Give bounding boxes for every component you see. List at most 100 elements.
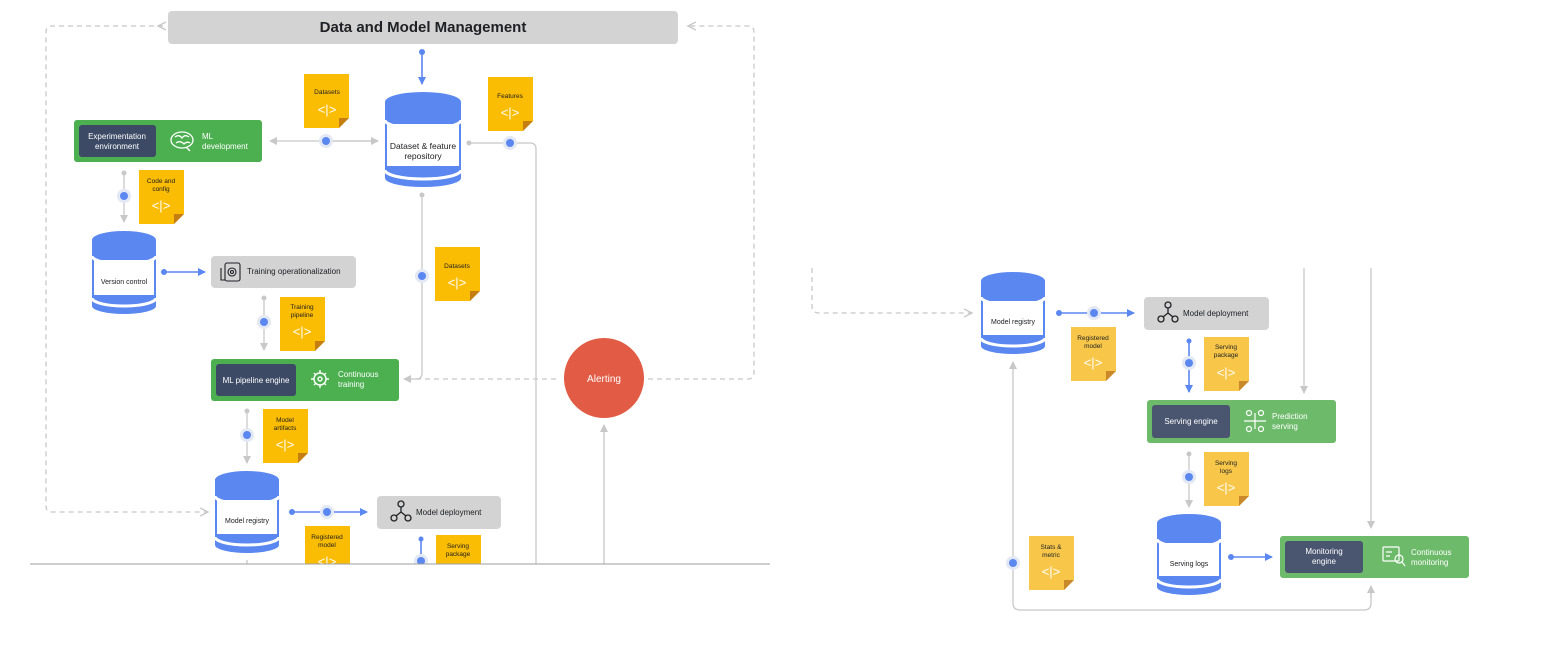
training-op-label: Training operationalization [247, 267, 341, 276]
experimentation-line2: environment [95, 142, 140, 151]
line-repo-to-bottom [469, 142, 537, 564]
model-registry-left-db: Model registry [213, 471, 281, 553]
monitor-dashboard-icon [1382, 546, 1406, 567]
gear-icon [311, 370, 329, 388]
connector-dot [418, 272, 426, 280]
registered-model-line1: Registered [311, 534, 343, 541]
model-registry-right-label: Model registry [991, 319, 1035, 326]
right-panel: Model registry Registered model <|> Mode… [811, 268, 1469, 611]
serving-package-right-line2: package [1214, 352, 1239, 359]
model-deployment-right-label: Model deployment [1183, 309, 1249, 318]
continuous-monitoring-line2: monitoring [1411, 558, 1448, 567]
serving-package-line2: package [446, 551, 471, 558]
serving-logs-line2: logs [1220, 468, 1233, 475]
artifact-datasets-mid: Datasets <|> [435, 247, 480, 301]
repo-label-line2: repository [404, 151, 442, 161]
prediction-serving-line2: serving [1272, 422, 1298, 431]
code-config-line2: config [152, 186, 170, 193]
ml-development-line2: development [202, 142, 249, 151]
monitoring-engine-line1: Monitoring [1305, 547, 1342, 556]
arrow-monitoring-to-registry [1009, 361, 1372, 611]
artifact-serving-package-left: Serving package [436, 535, 481, 564]
pipeline-gear-icon [220, 262, 241, 282]
connector-dot [506, 139, 514, 147]
artifact-registered-model-right: Registered model <|> [1071, 327, 1116, 381]
model-registry-left-label: Model registry [225, 518, 269, 525]
artifact-code-config: Code and config <|> [139, 170, 184, 224]
artifact-training-pipeline: Training pipeline <|> [280, 297, 325, 351]
model-deployment-left-label: Model deployment [416, 508, 482, 517]
ml-development-line1: ML [202, 132, 214, 141]
prediction-serving-line1: Prediction [1272, 412, 1308, 421]
artifact-serving-package-right: Serving package <|> [1204, 337, 1249, 391]
monitoring-engine-line2: engine [1312, 557, 1337, 566]
artifact-registered-model-left: Registered model <|> [305, 526, 350, 569]
experimentation-line1: Experimentation [88, 132, 146, 141]
deployment-nodes-icon [390, 500, 412, 522]
repo-label-line1: Dataset & feature [390, 141, 456, 151]
alerting-node: Alerting [564, 338, 644, 418]
connector-dot [323, 508, 331, 516]
serving-package-line1: Serving [447, 543, 469, 550]
code-config-line1: Code and [147, 178, 176, 185]
connector-dot [1185, 359, 1193, 367]
stats-metric-line1: Stats & [1041, 544, 1063, 551]
code-icon: <|> [501, 105, 520, 120]
datasets-mid-label: Datasets [444, 263, 470, 270]
continuous-monitoring-box: Monitoring engine Continuous monitoring [1280, 536, 1469, 578]
continuous-training-box: ML pipeline engine Continuous training [211, 359, 399, 401]
serving-network-icon [1244, 409, 1266, 433]
model-artifacts-line2: artifacts [274, 425, 298, 432]
stats-metric-line2: metric [1042, 552, 1060, 559]
connector-dot [1009, 559, 1017, 567]
brain-icon [170, 131, 194, 152]
connector-dot [120, 192, 128, 200]
connector-dot [322, 137, 330, 145]
connector-dot [417, 557, 425, 564]
arrow-repo-to-ct [403, 195, 423, 383]
datasets-top-label: Datasets [314, 89, 340, 96]
ml-pipeline-engine-label: ML pipeline engine [223, 376, 290, 385]
code-icon: <|> [1217, 365, 1236, 380]
connector-dot [260, 318, 268, 326]
connector-dot [243, 431, 251, 439]
dataset-feature-repository: Dataset & feature repository [383, 92, 463, 187]
artifact-serving-logs: Serving logs <|> [1204, 452, 1249, 506]
registered-model-right-line1: Registered [1077, 335, 1109, 342]
connector-dot [1090, 309, 1098, 317]
registered-model-right-line2: model [1084, 343, 1102, 350]
code-icon: <|> [318, 554, 337, 569]
model-deployment-left-box: Model deployment [377, 496, 501, 529]
training-operationalization-box: Training operationalization [211, 256, 356, 288]
continuous-monitoring-line1: Continuous [1411, 548, 1451, 557]
connector-dot [419, 49, 425, 55]
artifact-model-artifacts: Model artifacts <|> [263, 409, 308, 463]
artifact-datasets-top: Datasets <|> [304, 74, 349, 128]
code-icon: <|> [448, 275, 467, 290]
model-artifacts-line1: Model [276, 417, 294, 424]
version-control-label: Version control [101, 279, 148, 286]
code-icon: <|> [1042, 564, 1061, 579]
left-panel: Data and Model Management Dataset & feat… [45, 11, 755, 569]
code-icon: <|> [276, 437, 295, 452]
code-icon: <|> [293, 324, 312, 339]
code-icon: <|> [152, 198, 171, 213]
header-box [168, 11, 678, 44]
version-control-db: Version control [90, 231, 158, 314]
dashed-loop-right [648, 26, 755, 380]
ml-development-box: Experimentation environment ML developme… [74, 120, 262, 162]
serving-logs-db-label: Serving logs [1170, 561, 1209, 568]
artifact-features: Features <|> [488, 77, 533, 131]
features-label: Features [497, 93, 523, 100]
code-icon: <|> [1084, 355, 1103, 370]
training-pipeline-line1: Training [290, 304, 314, 311]
serving-logs-db: Serving logs [1155, 514, 1223, 595]
artifact-stats-metric: Stats & metric <|> [1029, 536, 1074, 590]
model-registry-right-db: Model registry [979, 272, 1047, 354]
prediction-serving-box: Serving engine Prediction serving [1147, 400, 1336, 443]
serving-logs-line1: Serving [1215, 460, 1237, 467]
serving-package-right-line1: Serving [1215, 344, 1237, 351]
deployment-nodes-icon [1157, 301, 1179, 323]
registered-model-line2: model [318, 542, 336, 549]
continuous-training-line1: Continuous [338, 370, 378, 379]
